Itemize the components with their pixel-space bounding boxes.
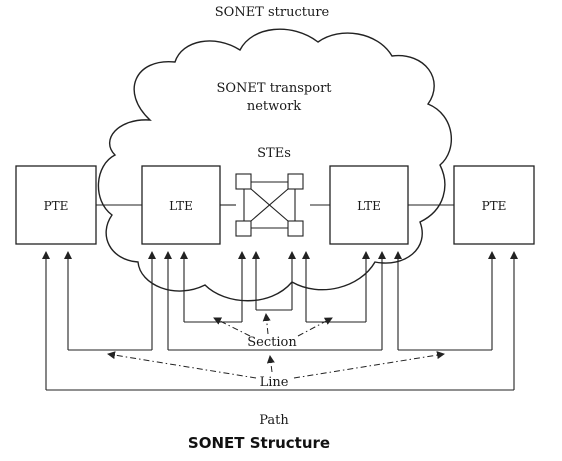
pte-left-label: PTE (44, 199, 69, 213)
lte-right-label: LTE (357, 199, 381, 213)
ste-box-bottom-left (235, 220, 252, 237)
ste-box-bottom-right (287, 220, 304, 237)
line-label: Line (260, 375, 289, 390)
ste-box-top-left (235, 173, 252, 190)
section-pointer-mid (262, 313, 271, 335)
stes-label: STEs (257, 146, 291, 161)
path-label: Path (259, 413, 289, 428)
figure-caption: SONET Structure (188, 434, 330, 452)
network-label-line2: network (247, 99, 301, 114)
section-pointer-left (213, 317, 251, 337)
line-pointer-mid (266, 355, 275, 373)
section-label: Section (247, 335, 297, 350)
section-pointer-right (297, 317, 333, 337)
diagram-title: SONET structure (215, 5, 330, 20)
line-pointer-right (293, 351, 445, 379)
line-pointer-left (107, 351, 257, 379)
pte-right-box (453, 165, 535, 245)
pte-right-label: PTE (482, 199, 507, 213)
lte-left-label: LTE (169, 199, 193, 213)
lte-left-box (141, 165, 221, 245)
pte-left-box (15, 165, 97, 245)
ste-box-top-right (287, 173, 304, 190)
network-label-line1: SONET transport (216, 81, 332, 96)
ste-link-diag2 (250, 188, 289, 222)
lte-right-box (329, 165, 409, 245)
